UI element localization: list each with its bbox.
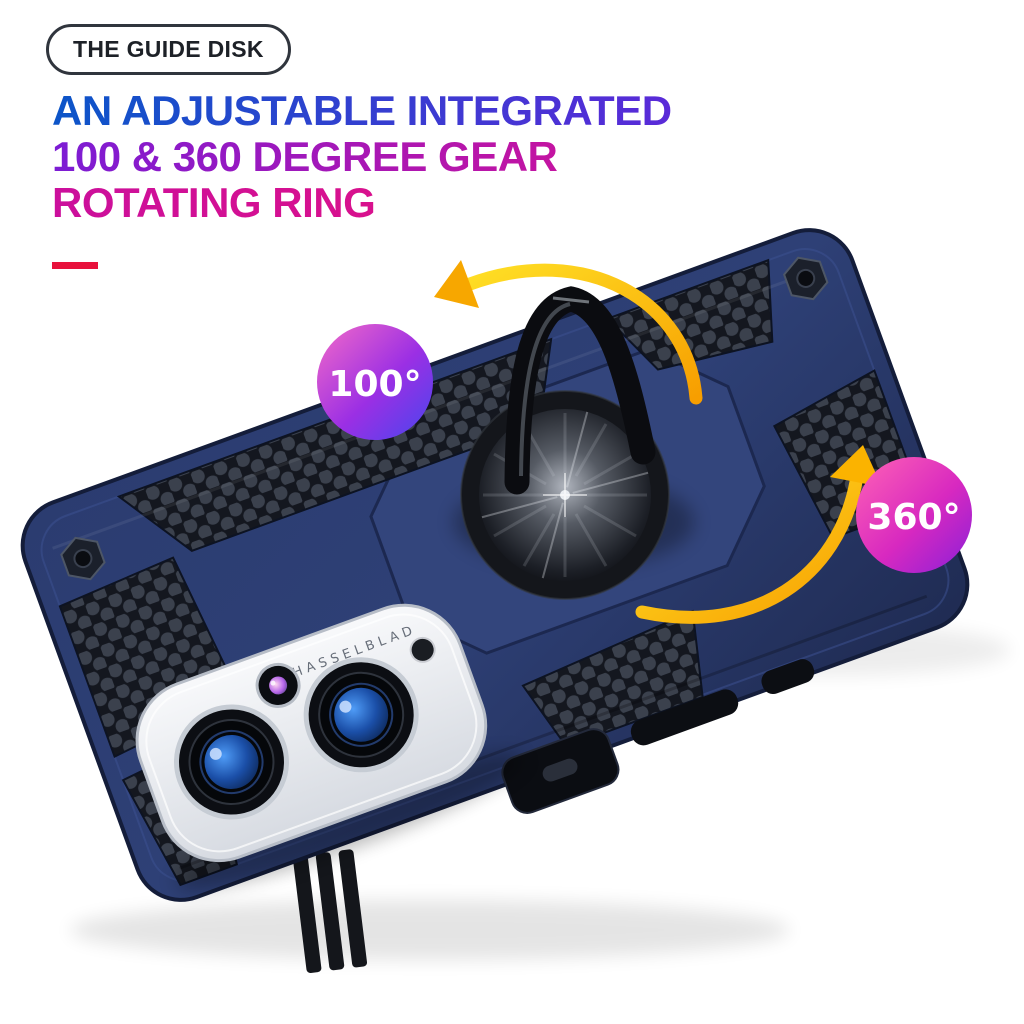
ring-disk-glints xyxy=(481,411,649,579)
ring-kickstand xyxy=(454,286,694,600)
ring-disk-sparkle xyxy=(543,473,587,517)
angle-badge-360-label: 360° xyxy=(867,497,960,538)
guide-disk-badge: THE GUIDE DISK xyxy=(46,24,291,75)
corner-screw-top-right xyxy=(782,256,829,301)
usb-port-cutout xyxy=(501,728,620,814)
camera-lens-main xyxy=(173,704,289,820)
headline-line-2: 100 & 360 DEGREE GEAR xyxy=(52,133,672,180)
guide-disk-badge-label: THE GUIDE DISK xyxy=(73,36,264,62)
camera-lens-ultrawide xyxy=(303,657,419,773)
angle-badge-100: 100° xyxy=(317,324,433,440)
kickstand-arch xyxy=(504,286,656,495)
ground-shadow xyxy=(70,900,790,960)
case-bottom-ribs xyxy=(293,849,368,974)
accent-dash xyxy=(52,262,98,269)
case-body: HASSELBLAD xyxy=(20,228,970,902)
angle-badge-360: 360° xyxy=(856,457,972,573)
headline-line-1: AN ADJUSTABLE INTEGRATED xyxy=(52,87,672,134)
angle-badge-100-label: 100° xyxy=(328,364,421,405)
ring-disk-brushed-texture xyxy=(483,413,647,577)
power-button xyxy=(630,689,739,746)
case-seam-top xyxy=(52,268,819,550)
headline-line-3: ROTATING RING xyxy=(52,180,672,226)
rotation-arrow-360-icon xyxy=(635,445,882,624)
camera-lens-mono xyxy=(255,662,301,708)
headline: AN ADJUSTABLE INTEGRATED 100 & 360 DEGRE… xyxy=(52,87,672,227)
corner-screw-top-left xyxy=(60,536,106,581)
rotation-arrow-100-icon xyxy=(434,260,703,405)
camera-module: HASSELBLAD xyxy=(135,603,523,890)
alert-slider xyxy=(761,659,815,694)
camera-flash xyxy=(409,636,436,663)
